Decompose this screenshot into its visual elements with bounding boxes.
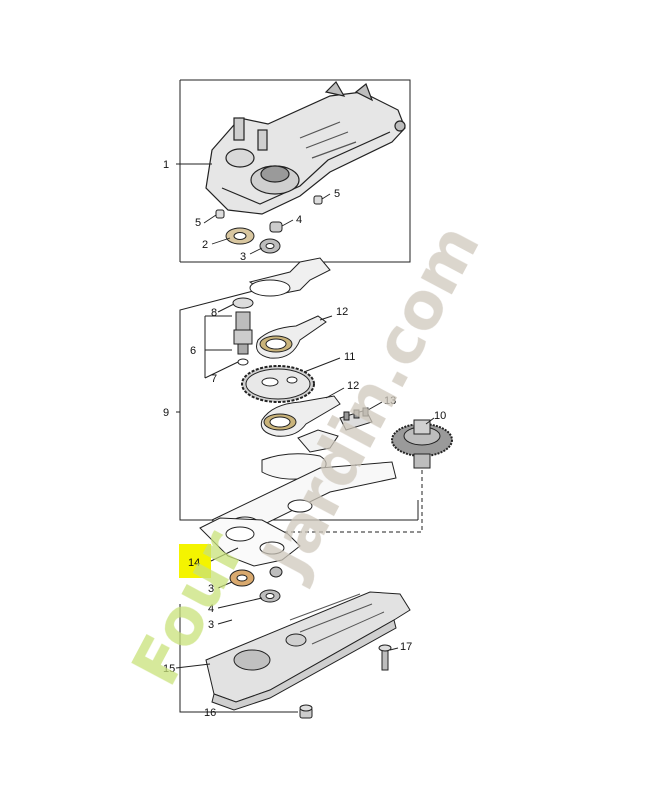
callout-16: 16: [204, 707, 216, 719]
seal-ring-part: [225, 227, 255, 245]
callout-6: 6: [190, 345, 196, 357]
callout-5: 5: [195, 217, 201, 229]
bushing-part-lower: [269, 566, 283, 578]
needle-bearing-part: [259, 589, 281, 603]
callout-1: 1: [163, 159, 169, 171]
callout-17: 17: [400, 641, 412, 653]
callout-13: 13: [384, 395, 396, 407]
plug-part: [299, 704, 313, 719]
callout-4: 4: [296, 214, 302, 226]
spur-gear-part: [241, 365, 315, 403]
drive-pinion-part: [232, 297, 254, 366]
callout-11: 11: [344, 351, 355, 363]
connecting-rod-part-lower: [260, 395, 341, 437]
pin-part-left: [215, 209, 225, 219]
sleeve-part: [269, 221, 283, 233]
screw-part: [378, 644, 392, 671]
gear-cover-part: [205, 591, 411, 711]
callout-3: 3: [208, 619, 214, 631]
upper-housing-group: 1 2 3 4 5 5: [163, 79, 411, 263]
pin-part-right: [313, 195, 323, 205]
callout-7: 7: [211, 373, 217, 385]
gear-housing-part: [205, 81, 406, 215]
ball-bearing-part: [259, 238, 281, 254]
cover-plate-part: [248, 257, 331, 297]
connecting-rod-part-upper: [256, 315, 327, 359]
lower-gasket-part: [199, 517, 301, 567]
callout-14: 14: [188, 557, 200, 569]
callout-15: 15: [163, 663, 175, 675]
callout-3: 3: [208, 583, 214, 595]
bevel-gear-part: [391, 419, 453, 469]
callout-8: 8: [211, 307, 217, 319]
callout-12: 12: [336, 306, 348, 318]
callout-4: 4: [208, 603, 214, 615]
callout-10: 10: [434, 410, 446, 422]
retaining-clip-part: [339, 407, 373, 431]
bearing-part-lower: [229, 569, 255, 587]
callout-12: 12: [347, 380, 359, 392]
gear-assembly-group: 8 6 7 9 12 11 12: [163, 257, 453, 537]
bottom-cover-group: 17 16 15 3 4 3: [163, 581, 412, 719]
callout-5: 5: [334, 188, 340, 200]
callout-9: 9: [163, 407, 169, 419]
highlight-callout-14: [179, 544, 211, 578]
callout-3: 3: [240, 251, 246, 263]
callout-2: 2: [202, 239, 208, 251]
